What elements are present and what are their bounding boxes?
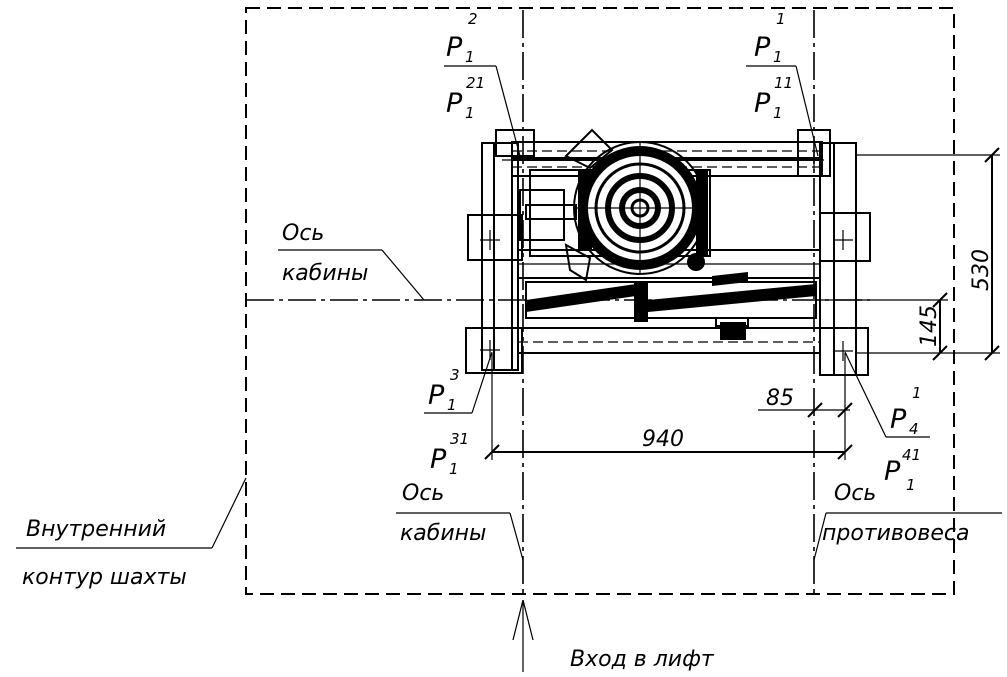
- svg-text:21: 21: [466, 74, 485, 92]
- svg-text:1: 1: [912, 384, 922, 402]
- svg-text:P: P: [446, 32, 463, 63]
- svg-text:1: 1: [906, 476, 916, 494]
- shaft-contour-label: Внутренний контур шахты: [16, 477, 247, 590]
- svg-text:4: 4: [909, 420, 919, 438]
- svg-text:Внутренний: Внутренний: [26, 517, 166, 542]
- svg-text:P: P: [446, 88, 463, 119]
- left-frame: [465, 129, 535, 374]
- traction-machine: [519, 128, 711, 282]
- svg-text:P: P: [884, 456, 901, 487]
- svg-text:кабины: кабины: [400, 521, 486, 546]
- load-label-p11: P 1 1: [754, 10, 786, 66]
- svg-text:P: P: [754, 32, 771, 63]
- dimension-530: 530: [856, 147, 1000, 361]
- svg-text:кабины: кабины: [282, 261, 368, 286]
- dimension-940-label: 940: [642, 427, 684, 452]
- svg-text:41: 41: [902, 446, 921, 464]
- svg-text:1: 1: [449, 460, 459, 478]
- load-leaders: [424, 65, 930, 438]
- svg-text:P: P: [428, 380, 445, 411]
- svg-text:11: 11: [774, 74, 793, 92]
- dimension-940: 940: [484, 353, 853, 460]
- load-label-p13: P 3 1: [428, 366, 460, 414]
- svg-text:1: 1: [773, 104, 783, 122]
- svg-text:Ось: Ось: [402, 481, 444, 506]
- load-label-p12: P 2 1: [446, 10, 478, 66]
- entrance-label: Вход в лифт: [570, 647, 715, 672]
- load-label-p121: P 21 1: [446, 74, 485, 122]
- svg-text:31: 31: [450, 430, 469, 448]
- dimension-85-label: 85: [766, 386, 794, 411]
- load-label-p111: P 11 1: [754, 74, 793, 122]
- dimension-530-label: 530: [969, 249, 994, 291]
- svg-text:1: 1: [465, 104, 475, 122]
- load-label-p141: P 41 1: [884, 446, 921, 494]
- svg-text:контур шахты: контур шахты: [22, 565, 187, 590]
- shaft-inner-contour: [245, 7, 955, 595]
- svg-text:3: 3: [450, 366, 460, 384]
- cabin-axis-label-left: Ось кабины: [278, 221, 425, 301]
- right-frame: [797, 129, 871, 376]
- svg-text:противовеса: противовеса: [822, 521, 969, 546]
- worm-gear-shaft: [525, 272, 817, 340]
- counterweight-axis-label: Ось противовеса: [813, 481, 1002, 561]
- svg-text:P: P: [430, 444, 447, 475]
- svg-text:P: P: [754, 88, 771, 119]
- svg-text:1: 1: [776, 10, 786, 28]
- svg-text:P: P: [890, 404, 907, 435]
- load-label-p131: P 31 1: [430, 430, 469, 478]
- svg-text:Ось: Ось: [834, 481, 876, 506]
- cabin-axis-label-bottom: Ось кабины: [396, 481, 524, 561]
- load-label-p41: P 1 4: [890, 384, 922, 438]
- dimension-145: 145: [816, 292, 948, 361]
- entrance-arrow: Вход в лифт: [512, 599, 715, 672]
- svg-text:1: 1: [447, 396, 457, 414]
- svg-text:1: 1: [465, 48, 475, 66]
- svg-text:2: 2: [468, 10, 478, 28]
- svg-text:Ось: Ось: [282, 221, 324, 246]
- dimension-145-label: 145: [917, 305, 942, 347]
- dimension-85: 85: [758, 386, 853, 418]
- svg-text:1: 1: [773, 48, 783, 66]
